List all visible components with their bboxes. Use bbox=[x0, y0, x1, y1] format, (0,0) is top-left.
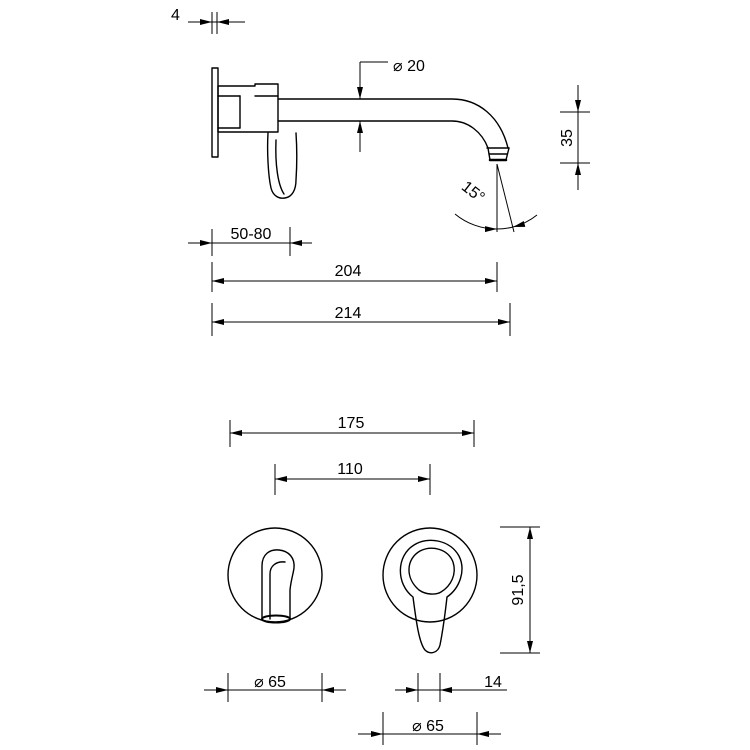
angle-arc bbox=[512, 214, 538, 228]
dimension-label: 35 bbox=[559, 129, 576, 147]
dimension-label: 14 bbox=[484, 674, 502, 691]
front-view: 175 110 91,5 bbox=[204, 415, 540, 745]
dimension-label: 204 bbox=[335, 263, 362, 280]
dimension-outlet-angle: 15° bbox=[454, 163, 538, 233]
mixer-cover-plate bbox=[382, 527, 478, 623]
dimension-lever-width: 14 bbox=[395, 673, 507, 702]
spout-aerator bbox=[261, 614, 291, 624]
mixer-front-profile bbox=[382, 527, 478, 654]
dimension-lever-height: 91,5 bbox=[500, 526, 540, 654]
angle-arc bbox=[496, 226, 514, 230]
dimension-label: 50-80 bbox=[231, 226, 272, 243]
dimension-label: ⌀ 65 bbox=[412, 718, 444, 735]
valve-body bbox=[217, 83, 279, 133]
mixer-lever-outline bbox=[399, 539, 463, 654]
spout-front-contour bbox=[269, 561, 286, 620]
dimension-center-distance: 110 bbox=[274, 461, 431, 495]
dimension-spout-projection: 204 bbox=[211, 262, 498, 292]
mixer-lever-inner bbox=[408, 547, 455, 595]
dimension-label: 214 bbox=[335, 305, 362, 322]
dimension-label: ⌀ 65 bbox=[254, 674, 286, 691]
dimension-mixer-plate-diameter: ⌀ 65 bbox=[358, 712, 501, 745]
spout-bottom-edge bbox=[277, 120, 489, 149]
dimension-overall-projection: 214 bbox=[211, 303, 511, 336]
spout-front-profile bbox=[227, 527, 323, 624]
spout-front bbox=[261, 549, 295, 620]
dimension-label: 91,5 bbox=[510, 574, 527, 605]
dimension-wall-depth-range: 50-80 bbox=[188, 226, 312, 256]
spout-top-edge bbox=[277, 98, 509, 149]
lever-handle bbox=[266, 132, 298, 199]
side-view: 4 ⌀ 20 bbox=[171, 7, 590, 336]
dimension-label: 15° bbox=[458, 178, 488, 206]
dimension-spout-plate-diameter: ⌀ 65 bbox=[204, 673, 346, 702]
wall-plate bbox=[211, 67, 219, 158]
spout-cover-plate bbox=[227, 527, 323, 623]
dimension-spout-diameter: ⌀ 20 bbox=[357, 58, 425, 152]
dimension-spout-outlet-height: 35 bbox=[559, 85, 590, 190]
dimension-label: 4 bbox=[171, 7, 180, 24]
dimension-label: 110 bbox=[337, 461, 363, 478]
dimension-wall-plate-thickness: 4 bbox=[171, 7, 245, 34]
angle-arc bbox=[454, 213, 498, 233]
angle-reference-line bbox=[496, 163, 515, 233]
dimension-label: ⌀ 20 bbox=[393, 58, 425, 75]
dimension-outer-width: 175 bbox=[229, 415, 475, 447]
lever-handle-contour bbox=[275, 139, 285, 195]
dimension-label: 175 bbox=[338, 415, 365, 432]
faucet-side-profile bbox=[211, 67, 510, 199]
